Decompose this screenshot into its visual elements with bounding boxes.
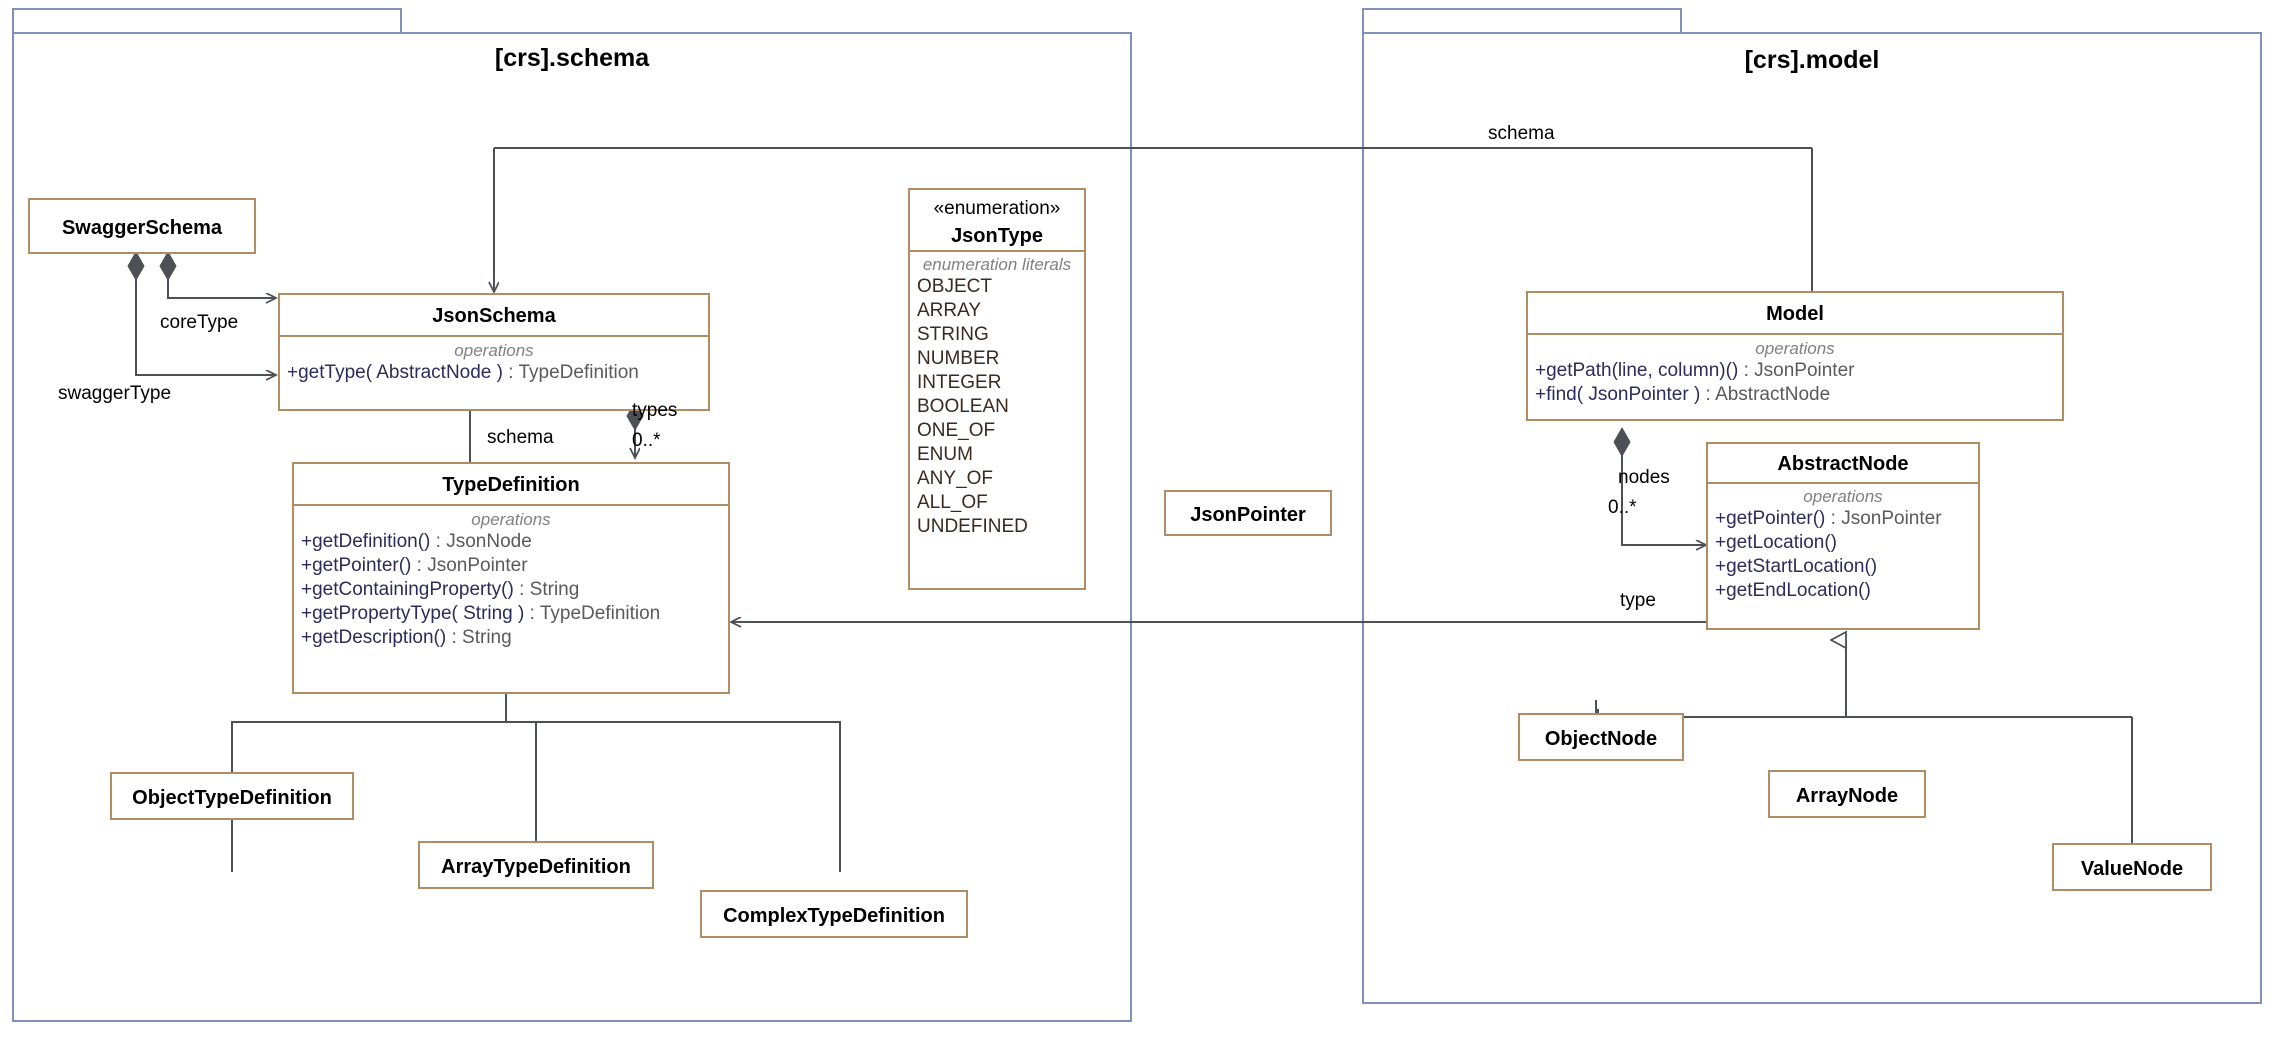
class-name-value-node: ValueNode — [2080, 858, 2184, 880]
enumeration-literal: ALL_OF — [917, 492, 988, 513]
operation-row: +getContainingProperty() : String — [294, 578, 728, 602]
class-json-pointer[interactable]: JsonPointer — [1164, 490, 1332, 536]
enumeration-literal: BOOLEAN — [917, 396, 1009, 417]
class-name-object-type-definition: ObjectTypeDefinition — [132, 787, 332, 809]
compartment-operations-model: operations +getPath(line, column)() : Js… — [1528, 339, 2062, 407]
package-tab-schema — [12, 8, 402, 34]
class-name-swagger-schema: SwaggerSchema — [61, 217, 223, 239]
edge-label-core-type: coreType — [160, 312, 239, 333]
class-value-node[interactable]: ValueNode — [2052, 843, 2212, 891]
class-header-json-type: «enumeration» JsonType — [910, 190, 1084, 252]
enumeration-literal: OBJECT — [917, 276, 992, 297]
operation-row: +find( JsonPointer ) : AbstractNode — [1528, 383, 2062, 407]
class-name-type-definition: TypeDefinition — [294, 464, 728, 506]
class-complex-type-definition[interactable]: ComplexTypeDefinition — [700, 890, 968, 938]
package-body-schema — [12, 32, 1132, 1022]
operation-return-type: : String — [513, 579, 580, 600]
operation-row: +getDefinition() : JsonNode — [294, 530, 728, 554]
operation-row: +getType( AbstractNode ) : TypeDefinitio… — [280, 361, 708, 385]
operation-row: +getPropertyType( String ) : TypeDefinit… — [294, 602, 728, 626]
class-model[interactable]: Model operations +getPath(line, column)(… — [1526, 291, 2064, 421]
compartment-label-operations: operations — [1755, 339, 1835, 358]
operation-row: +getPointer() : JsonPointer — [294, 554, 728, 578]
compartment-literals-json-type: enumeration literals OBJECT ARRAY STRING… — [910, 255, 1084, 539]
class-name-json-pointer: JsonPointer — [1190, 504, 1306, 526]
package-title-model: [crs].model — [1744, 46, 1880, 74]
edge-label-swagger-type: swaggerType — [58, 383, 172, 404]
edge-label-schema-typedef: schema — [487, 427, 554, 448]
class-array-node[interactable]: ArrayNode — [1768, 770, 1926, 818]
compartment-label-operations: operations — [1803, 487, 1883, 506]
compartment-label-operations: operations — [454, 341, 534, 360]
enumeration-literal: ANY_OF — [917, 468, 994, 489]
operation-row: +getDescription() : String — [294, 626, 728, 650]
compartment-operations-json-schema: operations +getType( AbstractNode ) : Ty… — [280, 341, 708, 385]
operation-signature: +getDescription() — [301, 627, 447, 648]
package-tab-model — [1362, 8, 1682, 34]
class-name-model: Model — [1528, 293, 2062, 335]
enumeration-literal: INTEGER — [917, 372, 1002, 393]
operation-signature: +getPropertyType( String ) — [301, 603, 525, 624]
operation-return-type: : JsonPointer — [1738, 360, 1855, 381]
class-abstract-node[interactable]: AbstractNode operations +getPointer() : … — [1706, 442, 1980, 630]
operation-signature: +getDefinition() — [301, 531, 431, 552]
stereotype-enumeration: «enumeration» — [933, 198, 1061, 219]
enumeration-literal: NUMBER — [917, 348, 1000, 369]
class-json-schema[interactable]: JsonSchema operations +getType( Abstract… — [278, 293, 710, 411]
operation-row: +getStartLocation() — [1708, 555, 1978, 579]
operation-signature: +getStartLocation() — [1715, 556, 1878, 577]
compartment-label-enumeration-literals: enumeration literals — [922, 255, 1072, 274]
operation-return-type: : AbstractNode — [1700, 384, 1831, 405]
enumeration-literal: ONE_OF — [917, 420, 996, 441]
class-type-definition[interactable]: TypeDefinition operations +getDefinition… — [292, 462, 730, 694]
edge-label-nodes-role: nodes — [1618, 467, 1670, 488]
operation-return-type: : TypeDefinition — [502, 362, 639, 383]
operation-return-type: : JsonPointer — [1825, 508, 1942, 529]
class-json-type-enumeration[interactable]: «enumeration» JsonType enumeration liter… — [908, 188, 1086, 590]
operation-return-type: : JsonNode — [430, 531, 532, 552]
compartment-label-operations: operations — [471, 510, 551, 529]
enumeration-literal: ARRAY — [917, 300, 982, 321]
operation-row: +getLocation() — [1708, 531, 1978, 555]
edge-label-nodes-multiplicity: 0..* — [1608, 497, 1637, 518]
edge-label-type-role: type — [1620, 590, 1656, 611]
package-body-model — [1362, 32, 2262, 1004]
edge-label-types-role: types — [632, 400, 678, 421]
edge-label-types-multiplicity: 0..* — [632, 430, 661, 451]
compartment-operations-type-definition: operations +getDefinition() : JsonNode +… — [294, 510, 728, 650]
class-name-json-schema: JsonSchema — [280, 295, 708, 337]
class-object-type-definition[interactable]: ObjectTypeDefinition — [110, 772, 354, 820]
enumeration-literal: ENUM — [917, 444, 973, 465]
operation-row: +getEndLocation() — [1708, 579, 1978, 603]
operation-signature: +getType( AbstractNode ) — [287, 362, 503, 383]
operation-row: +getPath(line, column)() : JsonPointer — [1528, 359, 2062, 383]
operation-signature: +getPointer() — [301, 555, 412, 576]
class-name-complex-type-definition: ComplexTypeDefinition — [723, 905, 945, 927]
class-swagger-schema[interactable]: SwaggerSchema — [28, 198, 256, 254]
class-name-array-node: ArrayNode — [1795, 785, 1899, 807]
class-name-json-type: JsonType — [951, 225, 1043, 247]
package-title-schema: [crs].schema — [494, 44, 650, 72]
class-name-array-type-definition: ArrayTypeDefinition — [441, 856, 631, 878]
class-name-object-node: ObjectNode — [1544, 728, 1658, 750]
operation-signature: +getEndLocation() — [1715, 580, 1871, 601]
operation-return-type: : JsonPointer — [411, 555, 528, 576]
class-object-node[interactable]: ObjectNode — [1518, 713, 1684, 761]
operation-return-type: : String — [446, 627, 512, 648]
operation-signature: +getContainingProperty() — [301, 579, 514, 600]
class-name-abstract-node: AbstractNode — [1708, 444, 1978, 484]
enumeration-literal: UNDEFINED — [917, 516, 1028, 537]
edge-label-model-schema: schema — [1488, 123, 1555, 144]
operation-return-type: : TypeDefinition — [524, 603, 661, 624]
class-array-type-definition[interactable]: ArrayTypeDefinition — [418, 841, 654, 889]
operation-signature: +getPointer() — [1715, 508, 1826, 529]
operation-row: +getPointer() : JsonPointer — [1708, 507, 1978, 531]
operation-signature: +find( JsonPointer ) — [1535, 384, 1701, 405]
compartment-operations-abstract-node: operations +getPointer() : JsonPointer +… — [1708, 487, 1978, 603]
operation-signature: +getLocation() — [1715, 532, 1837, 553]
enumeration-literal: STRING — [917, 324, 989, 345]
operation-signature: +getPath(line, column)() — [1535, 360, 1739, 381]
